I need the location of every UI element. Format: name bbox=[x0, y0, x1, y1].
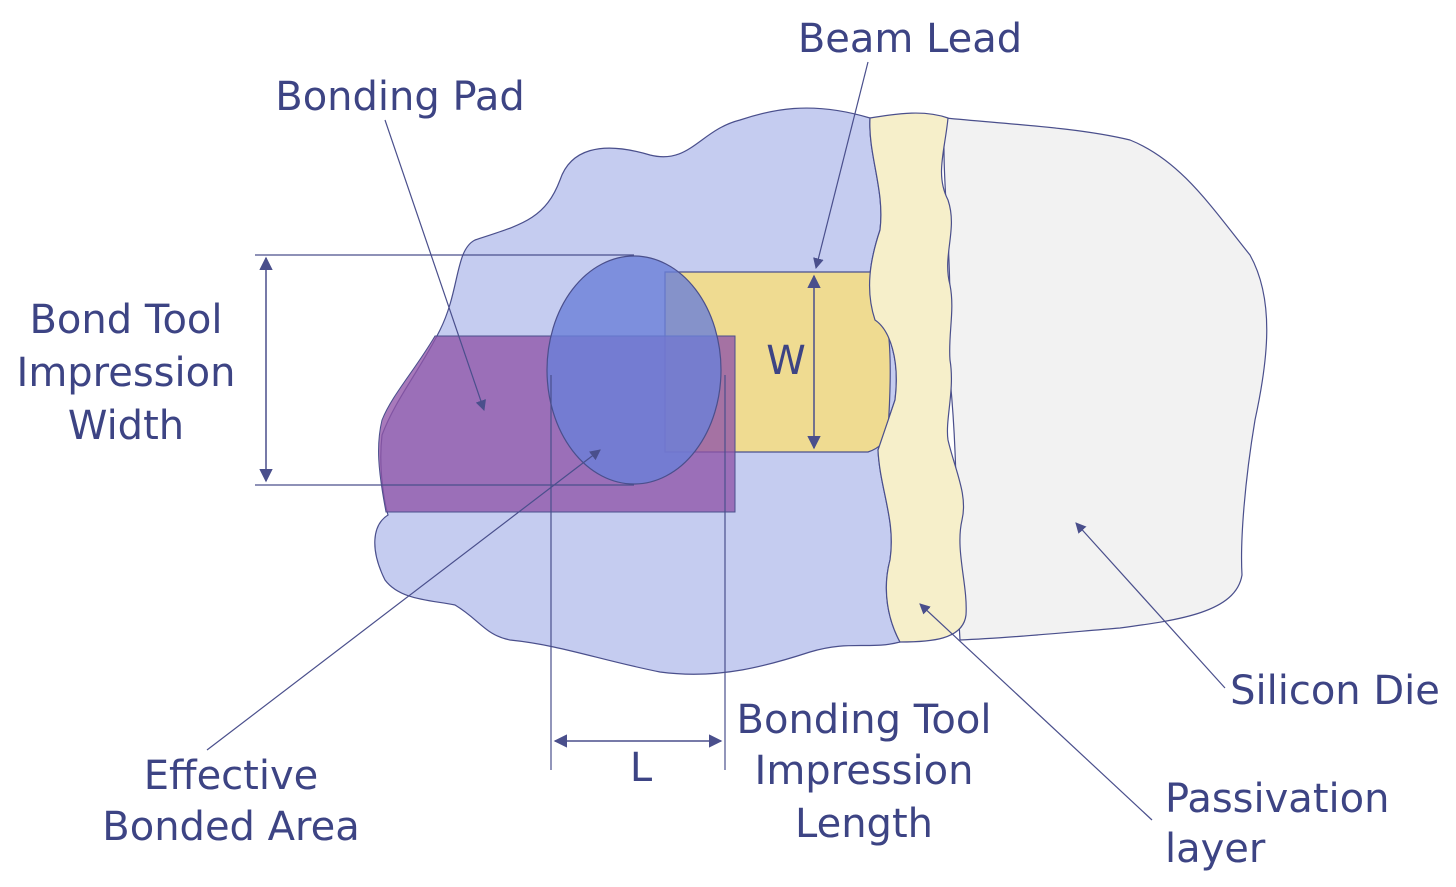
bonding-tool-length-label-line1: Bonding Tool bbox=[737, 697, 992, 743]
passivation-label-line2: layer bbox=[1165, 826, 1266, 872]
bond-tool-width-label-line1: Bond Tool bbox=[29, 297, 222, 343]
bonding-pad-leader bbox=[384, 119, 486, 412]
effective-area-leader bbox=[206, 449, 601, 751]
silicon-die-shape bbox=[943, 117, 1268, 641]
passivation-label-line1: Passivation bbox=[1165, 776, 1389, 822]
beam-lead-leader bbox=[813, 61, 869, 270]
bonding-tool-length-label-line2: Impression bbox=[755, 748, 974, 794]
passivation-layer-shape bbox=[868, 112, 967, 643]
effective-area-label-line1: Effective bbox=[144, 753, 319, 799]
bond-tool-width-label-line2: Impression bbox=[17, 350, 236, 396]
l-label: L bbox=[630, 745, 653, 791]
bonding-tool-length-label-line3: Length bbox=[795, 801, 933, 847]
bond-tool-width-label-line3: Width bbox=[68, 403, 184, 449]
w-label: W bbox=[766, 338, 806, 384]
bonding-pad-label: Bonding Pad bbox=[275, 74, 524, 120]
effective-area-label-line2: Bonded Area bbox=[102, 804, 359, 850]
silicon-die-leader bbox=[1075, 522, 1226, 689]
beam-lead-label: Beam Lead bbox=[798, 16, 1022, 62]
effective-bonded-area-ellipse bbox=[546, 255, 722, 485]
silicon-die-label: Silicon Die bbox=[1230, 668, 1440, 714]
passivation-leader bbox=[919, 603, 1153, 821]
